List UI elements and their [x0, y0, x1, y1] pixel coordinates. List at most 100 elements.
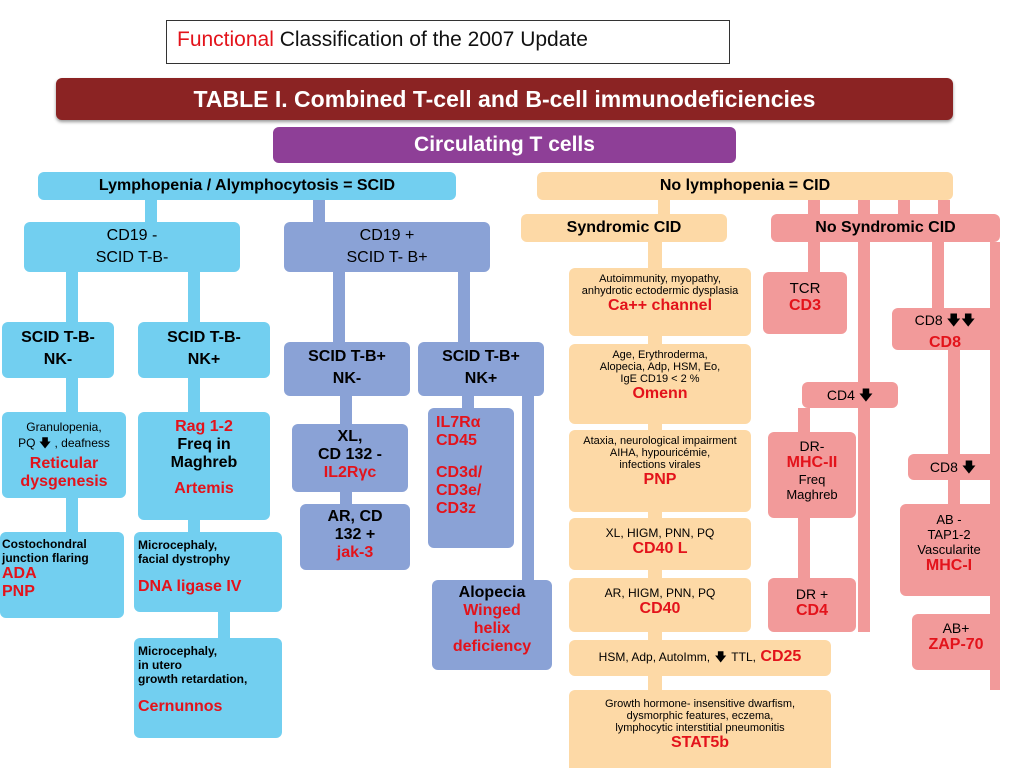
ar-l1: AR, CD — [327, 508, 383, 525]
alopecia-r2: helix — [473, 620, 511, 637]
down-arrow-icon: 🡇 — [858, 387, 874, 403]
dr-r1: CD4 — [795, 602, 828, 619]
tbnkpos-l1: SCID T-B- — [167, 329, 241, 346]
down-arrow-icon: 🡇 — [714, 650, 727, 664]
connector — [188, 378, 200, 414]
cd19-pos-l2: SCID T- B+ — [346, 249, 428, 266]
down-arrow-icon: 🡇 — [961, 459, 977, 475]
cd8-double-arrow-line: CD8 🡇🡇 — [892, 310, 998, 334]
tap-l2: TAP1-2 — [927, 527, 971, 542]
omenn-r1: Omenn — [632, 385, 688, 402]
cd8-double-decrease-box: CD8 🡇🡇 CD8 — [892, 308, 998, 351]
cernunnos-box: Microcephaly, in utero growth retardatio… — [134, 638, 282, 738]
cd19-negative-box: CD19 - SCID T-B- — [24, 222, 240, 272]
cid-header-label: No lymphopenia = CID — [659, 177, 831, 194]
dr-cd4-box: DR + CD4 — [768, 578, 856, 632]
reticular-l2: PQ 🡇 , deafness — [2, 434, 126, 455]
ada-pnp-box: Costochondral junction flaring ADA PNP — [0, 532, 124, 618]
cd25-l1b: TTL, — [731, 650, 756, 664]
connector — [948, 480, 960, 504]
cd8arrow-l1: CD8 — [929, 459, 958, 475]
jak3-box: AR, CD 132 + jak-3 — [300, 504, 410, 570]
connector — [218, 612, 230, 640]
connector — [522, 396, 534, 580]
tbnkpos-l2: NK+ — [187, 351, 221, 368]
scid-tb-nk-pos-box: SCID T-B- NK+ — [138, 322, 270, 378]
connector — [188, 520, 200, 532]
cid-header: No lymphopenia = CID — [537, 172, 953, 200]
rag-artemis-box: Rag 1-2 Freq in Maghreb Artemis — [138, 412, 270, 520]
reticular-r2: dysgenesis — [20, 473, 108, 490]
connector — [340, 492, 352, 504]
lig4-l2: facial dystrophy — [138, 552, 231, 566]
down-arrow-icon: 🡇 — [38, 436, 52, 450]
rag-l2: Maghreb — [170, 454, 238, 471]
mhc2-l2: Freq — [798, 472, 826, 487]
tap-mhc-i-box: AB - TAP1-2 Vascularite MHC-I — [900, 504, 998, 596]
connector — [938, 200, 950, 214]
connector — [808, 200, 820, 214]
cd19-pos-l1: CD19 + — [359, 227, 415, 244]
omenn-box: Age, Erythroderma, Alopecia, Adp, HSM, E… — [569, 344, 751, 424]
reticular-l1: Granulopenia, — [26, 420, 102, 434]
pnp-box: Ataxia, neurological impairment AIHA, hy… — [569, 430, 751, 512]
cd40l-l1: XL, HIGM, PNN, PQ — [605, 526, 715, 540]
tap-l3: Vascularite — [917, 542, 981, 557]
circulating-label: Circulating T cells — [414, 133, 595, 156]
connector — [948, 350, 960, 454]
connector — [66, 498, 78, 532]
tcr-l1: TCR — [789, 280, 821, 297]
connector — [145, 200, 157, 224]
caption-rest: Classification of the 2007 Update — [273, 28, 588, 51]
il7-r3: CD3d/ — [436, 464, 483, 481]
caption-box: Functional Classification of the 2007 Up… — [166, 20, 730, 64]
omenn-l3: IgE CD19 < 2 % — [620, 373, 700, 385]
table-title-bar: TABLE I. Combined T-cell and B-cell immu… — [56, 78, 953, 120]
xl-l2: CD 132 - — [317, 446, 383, 463]
il7r-box: IL7Rα CD45 CD3d/ CD3e/ CD3z — [428, 408, 514, 548]
il7-r4: CD3e/ — [436, 482, 482, 499]
cd40-l1: AR, HIGM, PNN, PQ — [604, 586, 716, 600]
scid-tbp-nk-neg-box: SCID T-B+ NK- — [284, 342, 410, 396]
tbpnkpos-l1: SCID T-B+ — [442, 348, 520, 365]
xl-l1: XL, — [337, 428, 363, 445]
connector — [66, 378, 78, 414]
connector — [458, 272, 470, 344]
scid-tbp-nk-pos-box: SCID T-B+ NK+ — [418, 342, 544, 396]
cd8-r1: CD8 — [928, 334, 961, 351]
alopecia-box: Alopecia Winged helix deficiency — [432, 580, 552, 670]
cd25-box: HSM, Adp, AutoImm, 🡇 TTL, CD25 — [569, 640, 831, 676]
alopecia-l1: Alopecia — [458, 584, 526, 601]
tap-r1: MHC-I — [925, 557, 973, 574]
ada-r2: PNP — [2, 583, 35, 600]
syndromic-label: Syndromic CID — [566, 219, 682, 236]
cernunnos-r1: Cernunnos — [138, 698, 223, 715]
stat5b-box: Growth hormone- insensitive dwarfism, dy… — [569, 690, 831, 768]
cd25-r1: CD25 — [760, 648, 802, 665]
tbpnkneg-l1: SCID T-B+ — [308, 348, 386, 365]
rag-r2: Artemis — [174, 480, 234, 497]
connector — [340, 396, 352, 424]
cernunnos-l2: in utero — [138, 658, 182, 672]
stat5b-r1: STAT5b — [670, 734, 730, 751]
cd25-l1a: HSM, Adp, AutoImm, — [598, 650, 711, 664]
ca-l2: anhydrotic ectodermic dysplasia — [581, 285, 739, 297]
connector — [858, 200, 870, 214]
cd19-positive-box: CD19 + SCID T- B+ — [284, 222, 490, 272]
tbnkneg-l1: SCID T-B- — [21, 329, 95, 346]
pnp-l3: infections virales — [619, 459, 701, 471]
reticular-l2b: , deafness — [54, 436, 110, 450]
cd8-decrease-box: CD8 🡇 — [908, 454, 998, 480]
connector — [898, 200, 910, 214]
ca-channel-box: Autoimmunity, myopathy, anhydrotic ectod… — [569, 268, 751, 336]
il7-r1: IL7Rα — [436, 414, 481, 431]
connector — [808, 242, 820, 272]
ca-l1: Autoimmunity, myopathy, — [599, 273, 721, 285]
ada-l2: junction flaring — [2, 551, 89, 565]
stat5b-l2: dysmorphic features, eczema, — [626, 710, 774, 722]
scid-header-label: Lymphopenia / Alymphocytosis = SCID — [98, 177, 396, 194]
ada-r1: ADA — [2, 565, 37, 582]
cd40l-box: XL, HIGM, PNN, PQ CD40 L — [569, 518, 751, 570]
dr-l1: DR + — [795, 586, 829, 602]
tcr-r1: CD3 — [788, 297, 821, 314]
